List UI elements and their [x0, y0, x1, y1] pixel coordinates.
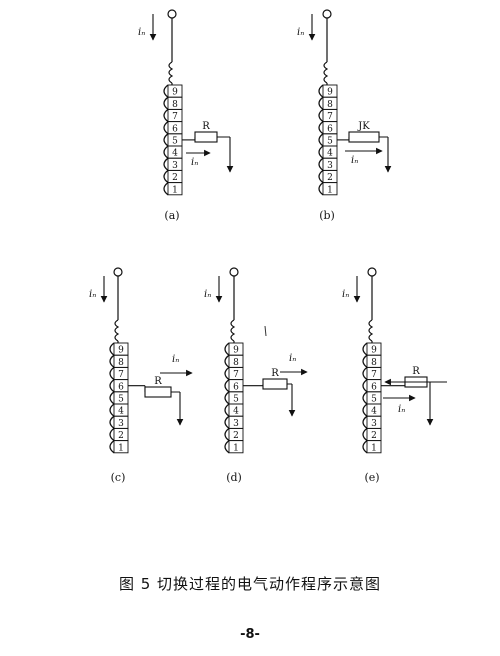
tap-label: 2	[327, 173, 333, 183]
terminal-circle	[229, 267, 239, 277]
tap-label: 4	[327, 149, 333, 159]
scan-mark	[264, 325, 267, 337]
terminal-circle	[167, 9, 177, 19]
load-current-label: iₙ	[351, 155, 358, 166]
resistor	[262, 378, 288, 390]
tap-label: 9	[233, 346, 239, 356]
tap-label: 4	[172, 149, 178, 159]
diagram-label: (c)	[111, 471, 126, 484]
terminal-circle	[322, 9, 332, 19]
resistor	[194, 131, 218, 143]
tap-label: 2	[118, 431, 124, 441]
resistor-label: R	[202, 121, 210, 132]
diagram-label: (a)	[164, 209, 179, 222]
tap-label: 7	[371, 370, 377, 380]
tap-label: 4	[233, 407, 239, 417]
tap-label: 6	[327, 124, 333, 134]
tap-cell	[228, 440, 244, 454]
tap-label: 4	[118, 407, 124, 417]
tap-cell	[322, 182, 338, 196]
tap-label: 1	[327, 185, 333, 195]
tap-label: 8	[118, 358, 124, 368]
coil-winding-tapped	[163, 84, 170, 196]
diagram-label: (d)	[226, 471, 242, 484]
current-label: iₙ	[204, 289, 211, 300]
tap-label: 3	[172, 161, 178, 171]
tap-cell	[167, 182, 183, 196]
tap-label: 4	[371, 407, 377, 417]
resistor-label: R	[154, 376, 162, 387]
resistor-label: R	[271, 368, 279, 379]
resistor	[348, 131, 380, 143]
coil-winding-upper	[368, 319, 374, 342]
tap-label: 6	[118, 382, 124, 392]
page-number: -8-	[240, 627, 260, 642]
tap-label: 9	[371, 346, 377, 356]
tap-label: 5	[371, 395, 377, 405]
tap-label: 1	[172, 185, 178, 195]
tap-label: 1	[118, 443, 124, 453]
tap-label: 7	[172, 112, 178, 122]
tap-label: 6	[233, 382, 239, 392]
coil-winding-upper	[114, 319, 120, 342]
tap-label: 2	[371, 431, 377, 441]
tap-label: 9	[327, 88, 333, 98]
tap-label: 2	[233, 431, 239, 441]
current-label: iₙ	[342, 289, 349, 300]
tap-label: 1	[233, 443, 239, 453]
tap-label: 3	[371, 419, 377, 429]
load-current-label: iₙ	[398, 404, 405, 415]
load-current-label: iₙ	[191, 157, 198, 168]
resistor-label: R	[412, 366, 420, 377]
tap-label: 2	[172, 173, 178, 183]
tap-label: 9	[118, 346, 124, 356]
diagram-label: (e)	[364, 471, 379, 484]
tap-label: 5	[327, 137, 333, 147]
tap-label: 6	[172, 124, 178, 134]
current-label: iₙ	[138, 27, 145, 38]
tap-label: 3	[327, 161, 333, 171]
tap-label: 9	[172, 88, 178, 98]
coil-winding-tapped	[318, 84, 325, 196]
coil-winding-tapped	[109, 342, 116, 454]
tap-label: 8	[233, 358, 239, 368]
tap-label: 8	[327, 100, 333, 110]
tap-label: 7	[327, 112, 333, 122]
load-current-label: iₙ	[172, 354, 179, 365]
coil-winding-tapped	[362, 342, 369, 454]
tap-label: 6	[371, 382, 377, 392]
current-label: iₙ	[89, 289, 96, 300]
resistor-label: JK	[357, 121, 370, 132]
tap-label: 3	[233, 419, 239, 429]
diagram-label: (b)	[319, 209, 335, 222]
coil-winding-upper	[323, 61, 329, 84]
coil-winding-upper	[230, 319, 236, 342]
coil-winding-upper	[168, 61, 174, 84]
load-current-label: iₙ	[289, 353, 296, 364]
coil-winding-tapped	[224, 342, 231, 454]
tap-label: 7	[118, 370, 124, 380]
tap-label: 8	[371, 358, 377, 368]
tap-label: 5	[172, 137, 178, 147]
tap-label: 5	[233, 395, 239, 405]
current-label: iₙ	[297, 27, 304, 38]
tap-label: 5	[118, 395, 124, 405]
tap-cell	[113, 440, 129, 454]
tap-cell	[366, 440, 382, 454]
tap-label: 8	[172, 100, 178, 110]
resistor	[144, 386, 172, 398]
terminal-circle	[367, 267, 377, 277]
tap-label: 7	[233, 370, 239, 380]
tap-label: 3	[118, 419, 124, 429]
figure-caption: 图 5 切换过程的电气动作程序示意图	[118, 575, 382, 593]
tap-label: 1	[371, 443, 377, 453]
terminal-circle	[113, 267, 123, 277]
